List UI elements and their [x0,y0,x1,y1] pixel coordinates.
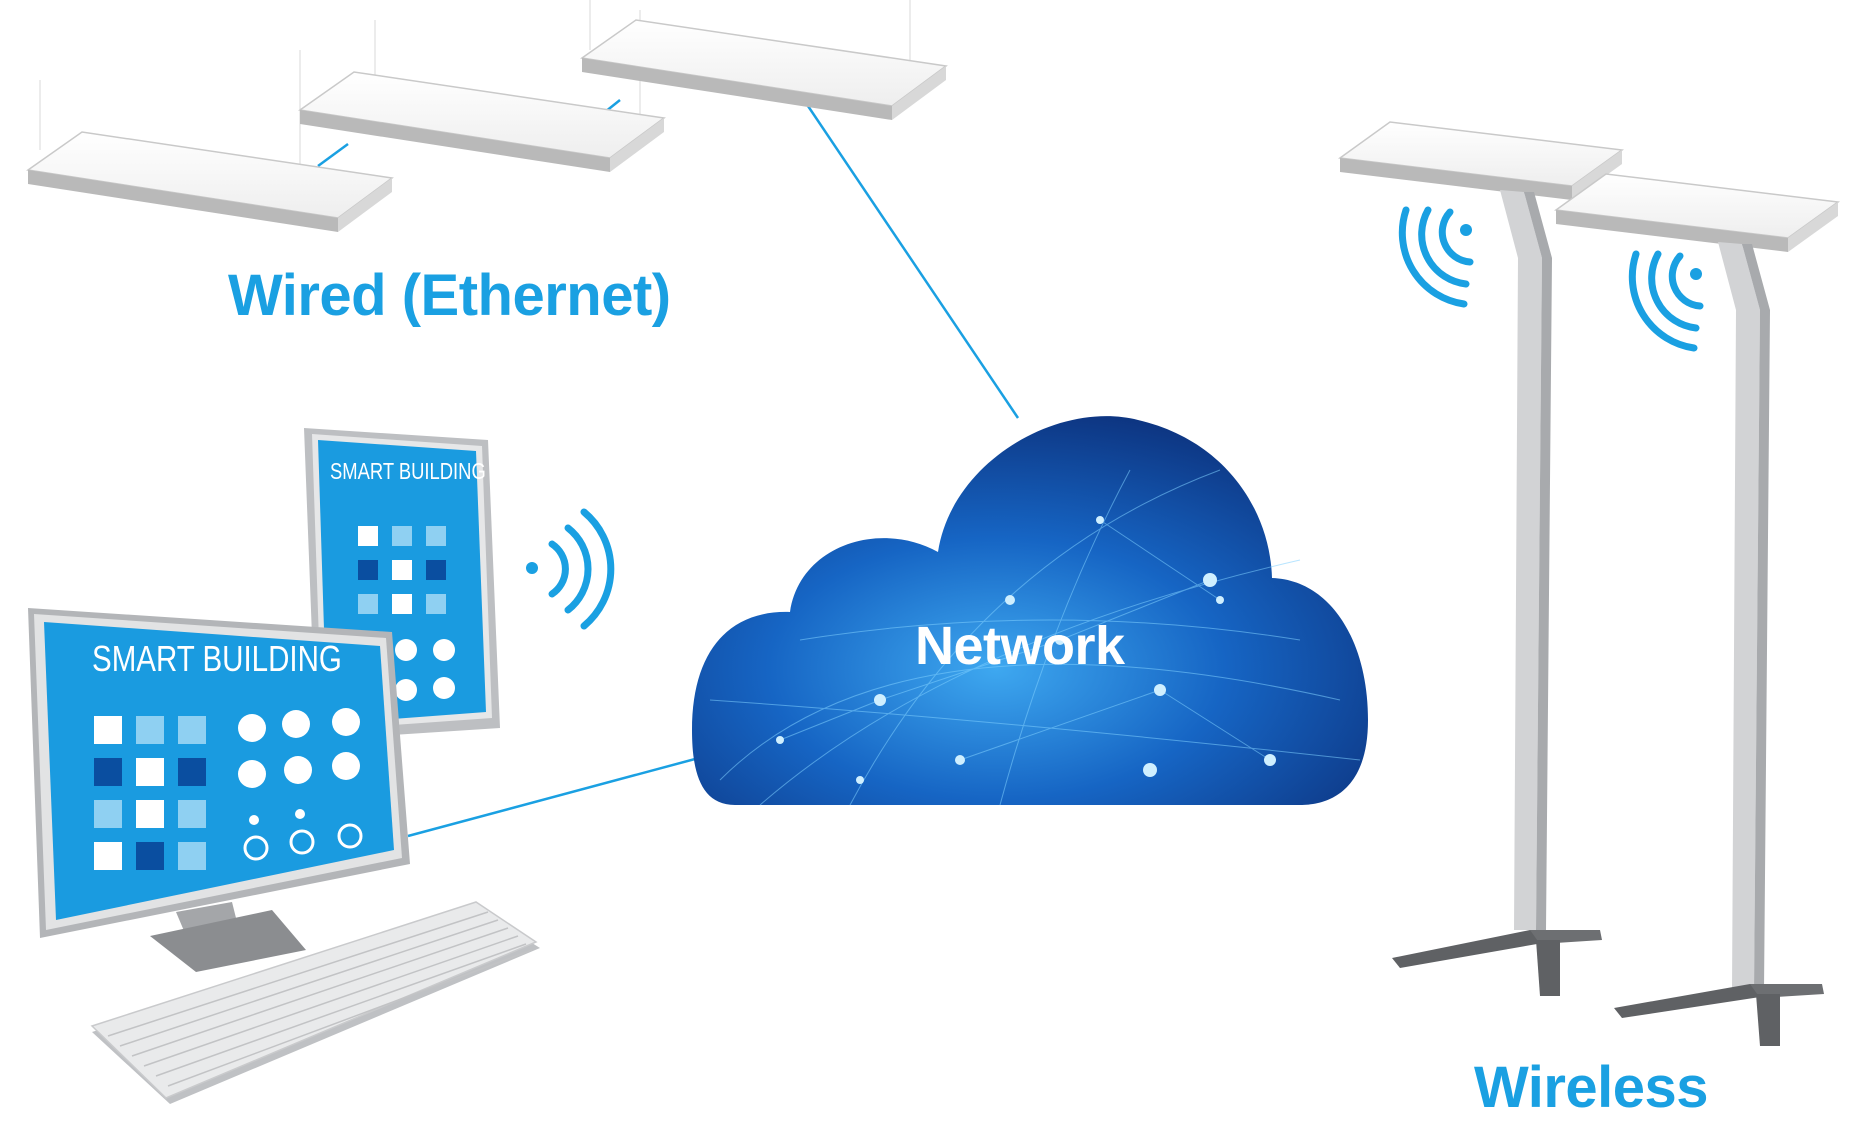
ceiling-light-icon [580,19,948,120]
ceiling-light-icon [298,71,666,172]
monitor-dials [238,708,363,861]
wifi-icon [1398,206,1474,308]
wireless-label: Wireless [1474,1055,1709,1120]
tablet-screen-title: SMART BUILDING [330,458,486,484]
ceiling-light-icon [26,131,394,232]
tablet-tiles [358,526,455,701]
monitor-screen-title: SMART BUILDING [92,638,342,679]
wifi-icon [1628,250,1704,352]
ethernet-cables [317,99,1020,838]
keyboard-icon [90,901,540,1104]
monitor-icon [28,608,410,972]
floor-lamp-icon [1338,121,1624,996]
wired-ethernet-label: Wired (Ethernet) [228,263,671,328]
network-label: Network [915,616,1125,676]
wifi-icon [526,508,615,630]
monitor-tiles [94,716,206,870]
cloud-icon [692,416,1368,806]
floor-lamp-icon [1554,173,1840,1046]
